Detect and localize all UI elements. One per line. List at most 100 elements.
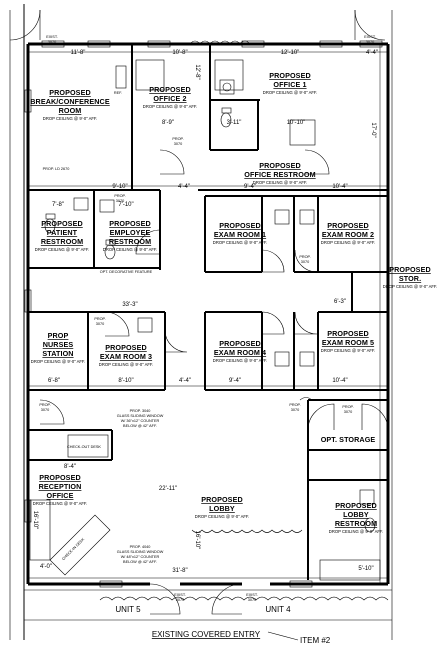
room-title: PROPOSED [109, 219, 151, 228]
room-title: OFFICE [47, 491, 74, 500]
door-tag: 3070 [48, 40, 56, 44]
checkout-desk-label: CHECK-OUT DESK [67, 445, 101, 449]
decorative-feature-label: OPT. DECORATIVE FEATURE [100, 270, 153, 274]
dimension-text: 6'-3" [334, 299, 346, 305]
room-ceiling: DROP CEILING @ 9'-0" AFF. [263, 90, 317, 95]
dimension-text: 3'-11" [227, 120, 242, 126]
note-line: BELOW @ 42" AFF. [123, 424, 157, 428]
fridge-label: REF. [114, 91, 122, 95]
room-ceiling: DROP CEILING @ 9'-0" AFF. [213, 240, 267, 245]
dimension-strings [28, 44, 388, 584]
dimension-text: 10'-4" [332, 378, 347, 384]
room-patient-restroom: PROPOSED PATIENT RESTROOM DROP CEILING @… [35, 219, 89, 252]
room-exam-2: PROPOSED EXAM ROOM 2 DROP CEILING @ 9'-0… [321, 221, 375, 245]
room-title: PROPOSED [269, 71, 311, 80]
door-tag: EXIST. [364, 35, 376, 39]
note-line: BELOW @ 42" AFF. [123, 560, 157, 564]
note-line: PROP. 4040 [130, 545, 151, 549]
room-ceiling: DROP CEILING @ 9'-0" AFF. [143, 104, 197, 109]
window-note-2: PROP. 4040 GLASS SLIDING WINDOW W/ 48"x1… [117, 545, 164, 564]
room-title: PROPOSED [219, 339, 261, 348]
room-ceiling: DROP CEILING @ 9'-0" AFF. [99, 362, 153, 367]
room-ceiling: DROP CEILING @ 9'-0" AFF. [383, 284, 437, 289]
room-title: RESTROOM [335, 519, 377, 528]
dimension-text: 31'-8" [172, 568, 187, 574]
room-title: PROPOSED [259, 161, 301, 170]
covered-entry-label: EXISTING COVERED ENTRY [152, 630, 261, 639]
dimension-text: 12'-10" [281, 50, 300, 56]
dimension-text: 22'-11" [159, 486, 177, 492]
door-tag: PROP. [39, 403, 50, 407]
room-title: PROPOSED [389, 265, 431, 274]
building-walls [9, 4, 393, 640]
dimension-text: 9'-10" [112, 184, 127, 190]
note-line: W/ 36"x12" COUNTER [121, 419, 160, 423]
room-exam-3: PROPOSED EXAM ROOM 3 DROP CEILING @ 9'-0… [99, 343, 153, 367]
room-office2: PROPOSED OFFICE 2 DROP CEILING @ 9'-0" A… [143, 85, 197, 109]
room-title: BREAK/CONFERENCE [30, 97, 110, 106]
room-exam-4: PROPOSED EXAM ROOM 4 DROP CEILING @ 9'-0… [213, 339, 267, 363]
door-tag: PROP. [289, 403, 300, 407]
door-tag: 3070 [116, 199, 124, 203]
room-ceiling: DROP CEILING @ 9'-0" AFF. [43, 116, 97, 121]
dimension-text: 33'-3" [122, 302, 137, 308]
room-title: RESTROOM [109, 237, 151, 246]
room-break-room: PROPOSED BREAK/CONFERENCE ROOM DROP CEIL… [30, 88, 110, 121]
room-title: PROPOSED [49, 88, 91, 97]
annotations: REF. OPT. DECORATIVE FEATURE CHECK-OUT D… [39, 35, 376, 645]
room-title: OPT. STORAGE [321, 435, 376, 444]
room-title: PROPOSED [219, 221, 261, 230]
room-ceiling: DROP CEILING @ 9'-0" AFF. [35, 247, 89, 252]
dimension-text: 9'-4" [229, 378, 241, 384]
dimension-text: 6'-8" [48, 378, 60, 384]
revision-clouds [99, 40, 389, 601]
room-title: PROPOSED [327, 221, 369, 230]
door-tag: EXIST. [46, 35, 58, 39]
dimension-text: 5'-10" [358, 566, 373, 572]
interior-walls [28, 44, 388, 580]
room-title: RECEPTION [39, 482, 82, 491]
room-title: EXAM ROOM 1 [214, 230, 266, 239]
room-lobby: PROPOSED LOBBY DROP CEILING @ 9'-0" AFF. [195, 495, 249, 519]
room-ceiling: DROP CEILING @ 9'-0" AFF. [253, 180, 307, 185]
door-tag: PROP. [114, 194, 125, 198]
dimension-text: 8'-10" [118, 378, 133, 384]
note-line: GLASS SLIDING WINDOW [117, 550, 164, 554]
dimension-text: 10'-4" [332, 184, 347, 190]
room-title: PROPOSED [335, 501, 377, 510]
room-title: LOBBY [343, 510, 369, 519]
room-title: PROPOSED [41, 219, 83, 228]
dimension-text: 10'-8" [172, 50, 187, 56]
room-title: STOR. [399, 274, 421, 283]
dimension-text: 4'-4" [179, 378, 191, 384]
door-tag: 3070 [248, 598, 256, 602]
room-ceiling: DROP CEILING @ 9'-0" AFF. [33, 501, 87, 506]
dimension-text: 10'-10" [287, 120, 306, 126]
room-ceiling: DROP CEILING @ 9'-0" AFF. [321, 240, 375, 245]
dimension-text: 17'-0" [370, 122, 376, 137]
dimension-text: 4'-0" [40, 564, 52, 570]
door-tag: PROP. [342, 405, 353, 409]
room-title: PROPOSED [327, 329, 369, 338]
door-tag: PROP. [94, 317, 105, 321]
room-title: PROPOSED [39, 473, 81, 482]
room-opt-storage: OPT. STORAGE [321, 435, 376, 444]
door-tag: 3070 [174, 142, 182, 146]
room-title: NURSES [43, 340, 74, 349]
door-tag: 3070 [366, 40, 374, 44]
dimension-text: 9'-4" [244, 184, 256, 190]
room-title: OFFICE 1 [273, 80, 306, 89]
room-exam-5: PROPOSED EXAM ROOM 5 DROP CEILING @ 9'-0… [321, 329, 375, 353]
room-title: STATION [42, 349, 73, 358]
room-stor: PROPOSED STOR. DROP CEILING @ 9'-0" AFF. [383, 265, 437, 289]
dimension-labels: 11'-8" 10'-8" 12'-10" 4'-4" 9'-10" 12'-8… [32, 50, 378, 574]
note-line: GLASS SLIDING WINDOW [117, 414, 164, 418]
dimension-text: 16'-10" [32, 511, 38, 530]
door-tag: 3070 [41, 408, 49, 412]
leader-line [267, 631, 299, 641]
room-title: EMPLOYEE [110, 228, 151, 237]
dimension-text: 4'-4" [178, 184, 190, 190]
door-tag: 3070 [291, 408, 299, 412]
